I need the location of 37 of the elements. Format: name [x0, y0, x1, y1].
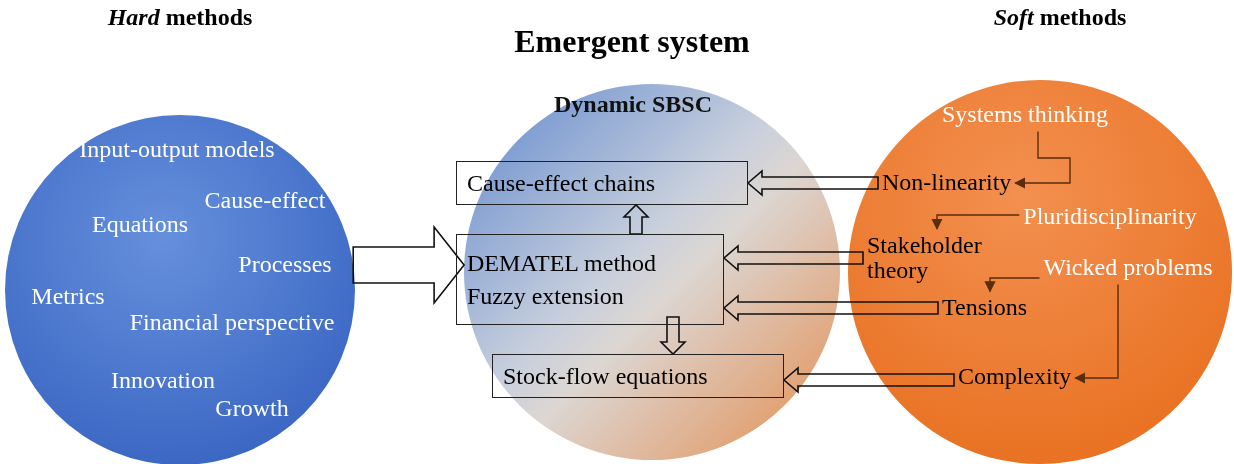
block-arrow — [659, 316, 687, 356]
arrow — [1014, 130, 1071, 189]
concept-text: Tensions — [942, 295, 1027, 321]
concept-text: Complexity — [958, 364, 1072, 390]
circle-title: Dynamic SBSC — [554, 92, 712, 118]
concept-text: Stakeholder theory — [867, 232, 982, 284]
block-arrow — [722, 294, 939, 322]
diagram-title: Emergent system — [514, 25, 750, 59]
process-box — [456, 234, 724, 325]
block-arrow — [782, 366, 955, 394]
circle-text: Growth — [215, 396, 289, 422]
circle-text: Cause-effect — [204, 188, 326, 214]
block-arrow — [746, 169, 879, 197]
box-text: DEMATEL method — [467, 251, 657, 277]
concept-text: Systems thinking — [942, 102, 1108, 128]
circle-text: Input-output models — [79, 137, 275, 163]
circle-text: Financial perspective — [129, 310, 335, 336]
circle-text: Metrics — [31, 284, 105, 310]
circle-text: Innovation — [111, 368, 215, 394]
block-arrow — [352, 224, 466, 306]
arrow — [931, 214, 1020, 230]
circle-heading: Hard methods — [107, 5, 253, 31]
concept-text: Pluridisciplinarity — [1023, 204, 1197, 230]
arrow — [984, 277, 1041, 293]
process-box — [492, 354, 784, 398]
circle-text: Equations — [92, 212, 188, 238]
box-text: Cause-effect chains — [467, 171, 656, 197]
circle-heading: Soft methods — [993, 5, 1127, 31]
process-box — [456, 161, 748, 205]
concept-text: Wicked problems — [1043, 255, 1213, 281]
arrow — [1074, 283, 1119, 384]
box-text: Fuzzy extension — [467, 284, 624, 310]
circle-text: Processes — [238, 252, 332, 278]
concept-text: Non-linearity — [882, 170, 1012, 196]
block-arrow — [622, 203, 650, 235]
box-text: Stock-flow equations — [503, 364, 708, 390]
block-arrow — [722, 244, 864, 272]
